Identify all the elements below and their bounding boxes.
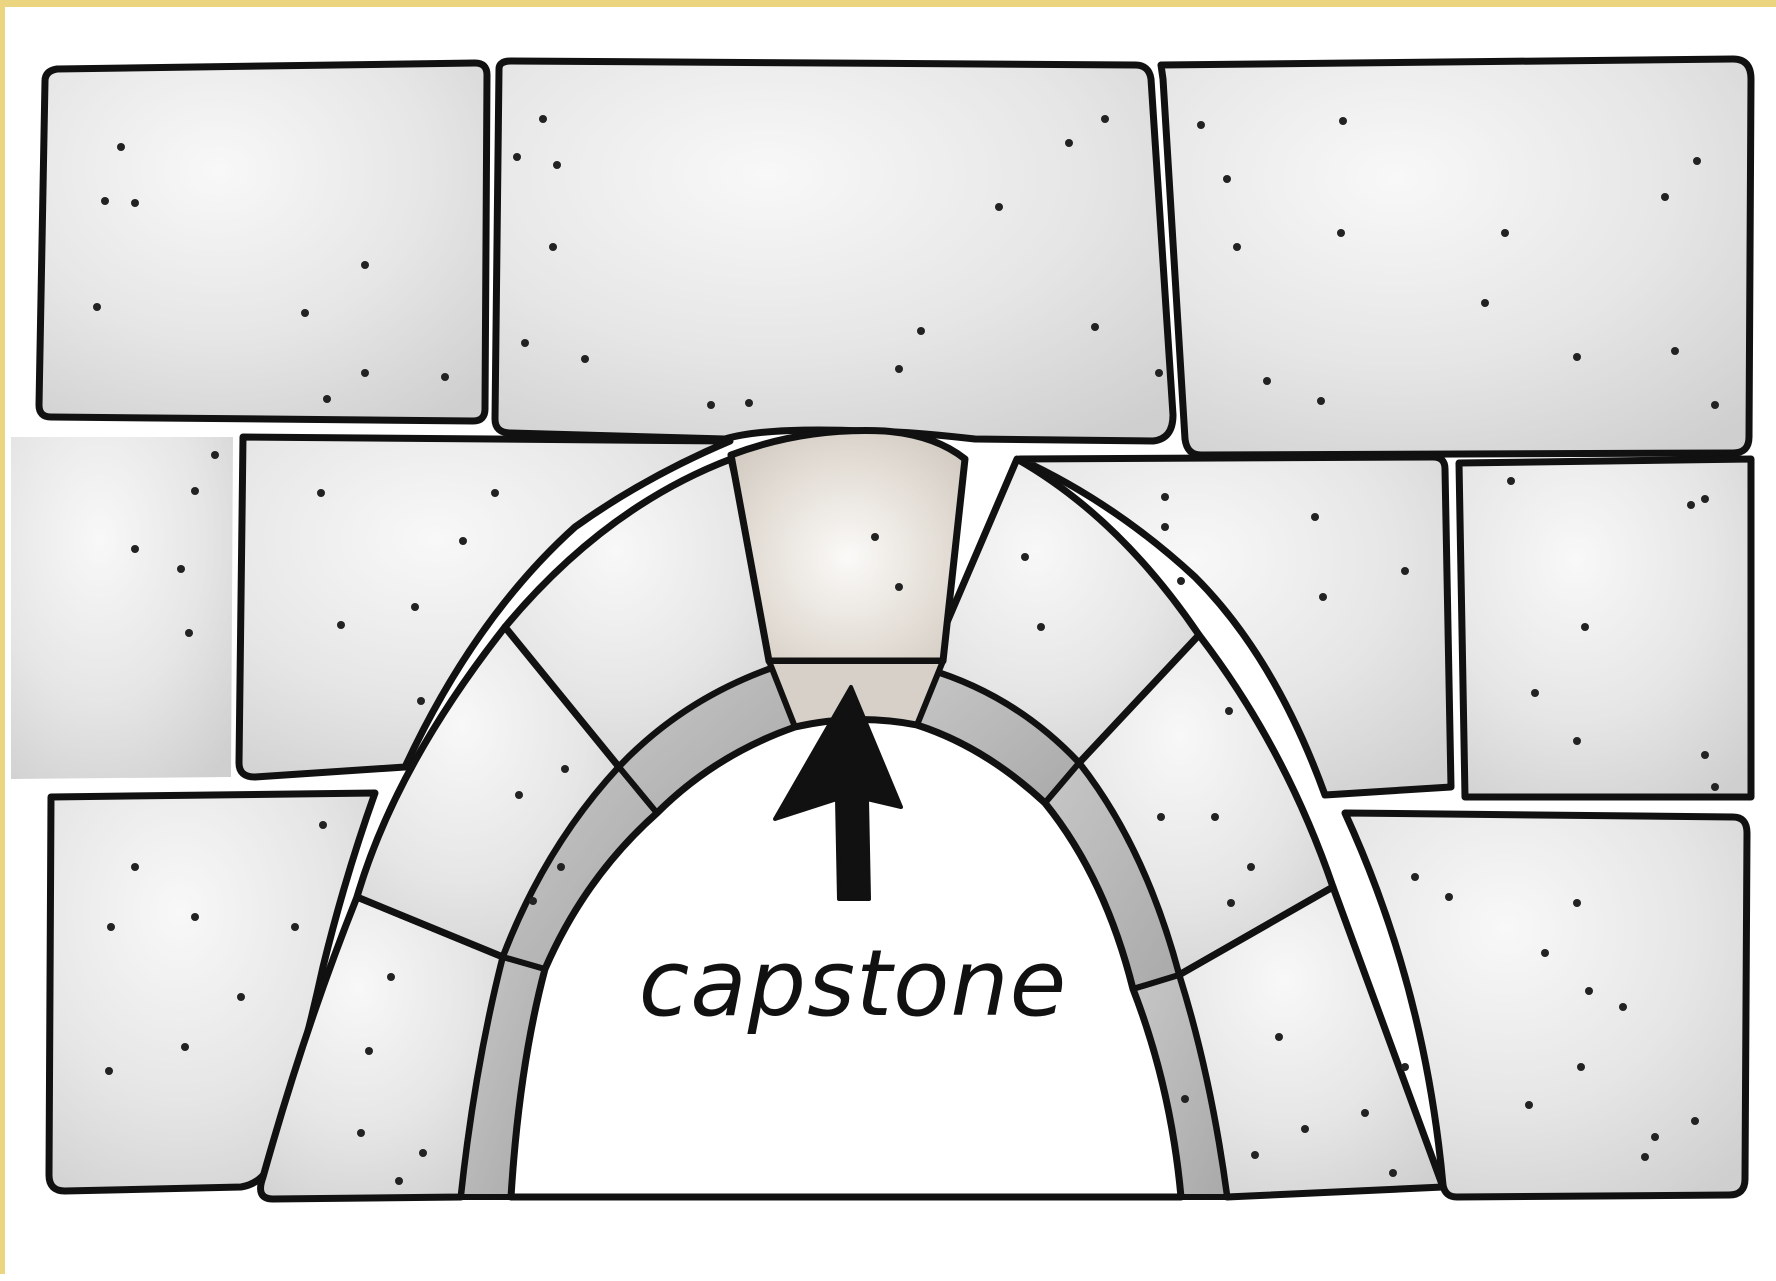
wall-stone (39, 63, 487, 421)
wall-stone (1459, 459, 1751, 797)
wall-stone (1161, 59, 1751, 455)
wall-stones-top-row (39, 59, 1751, 455)
wall-stone (495, 61, 1173, 441)
wall-stone-edge-left (11, 437, 233, 779)
stone-arch-diagram: capstone (5, 7, 1776, 1281)
capstone-label: capstone (639, 930, 1068, 1037)
capstone (731, 431, 965, 662)
